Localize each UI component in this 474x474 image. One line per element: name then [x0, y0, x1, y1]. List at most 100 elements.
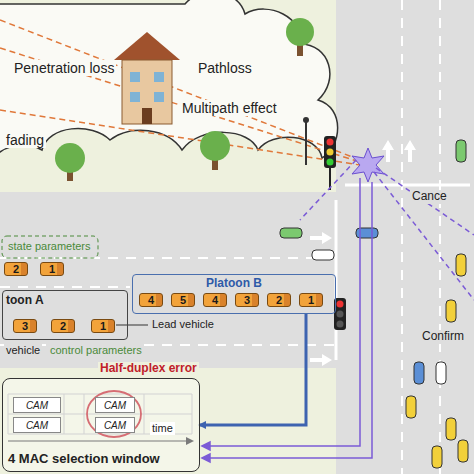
state-parameter-frame	[2, 236, 98, 258]
effect-label: Penetration loss	[12, 60, 116, 76]
vehicle-number: 2	[13, 263, 19, 275]
vehicle-number: 3	[22, 320, 28, 332]
axis-label: time	[150, 422, 175, 435]
platoon-box: Platoon B 4 5 4 3 2 1	[132, 274, 336, 314]
purple-links	[202, 454, 210, 462]
group-title: Platoon B	[133, 276, 335, 290]
parameter-label: state parameters	[6, 240, 93, 253]
cam-cell: CAM	[95, 397, 135, 413]
road-arrows	[382, 140, 394, 162]
traffic-light	[337, 321, 344, 328]
vehicle-box: 2	[4, 262, 28, 276]
cam-text: CAM	[104, 400, 126, 411]
car	[436, 362, 446, 384]
vehicle-number: 1	[49, 263, 55, 275]
car	[280, 140, 468, 468]
purple-links	[376, 168, 474, 235]
cam-cell: CAM	[95, 417, 135, 433]
car	[456, 140, 466, 162]
group-title: toon A	[6, 293, 44, 307]
cam-text: CAM	[26, 400, 48, 411]
lead-leader	[116, 325, 148, 326]
vehicle-number: 4	[148, 294, 154, 306]
vehicle-box: 2	[267, 293, 291, 307]
house	[142, 108, 152, 124]
lead-leader	[116, 325, 148, 326]
cam-cell: CAM	[13, 397, 61, 413]
car	[446, 418, 456, 440]
car	[458, 440, 468, 462]
car	[414, 362, 424, 384]
traffic-light	[324, 136, 336, 168]
effect-label: Pathloss	[196, 60, 254, 76]
collision-star	[352, 148, 384, 182]
signal-rays	[0, 110, 360, 165]
road-arrows	[310, 354, 332, 366]
collision-star	[352, 148, 384, 182]
house	[154, 72, 164, 82]
traffic-light	[327, 149, 334, 156]
traffic-light	[327, 159, 334, 166]
cloud	[0, 0, 338, 168]
purple-links	[374, 172, 474, 300]
cam-cell: CAM	[13, 417, 61, 433]
car	[456, 254, 466, 276]
lamp-post	[305, 122, 307, 165]
horizontal-road-markings	[0, 258, 336, 345]
car	[312, 250, 334, 260]
vehicle-box: 5	[171, 293, 195, 307]
house	[154, 92, 164, 102]
group-title: 4 MAC selection window	[8, 451, 160, 466]
vehicle-number: 1	[100, 320, 106, 332]
purple-links	[204, 178, 360, 446]
road-arrows	[310, 232, 332, 244]
status-label: Cance	[410, 190, 449, 204]
road-arrows	[404, 140, 416, 162]
traffic-light	[324, 136, 346, 330]
purple-links	[204, 182, 372, 458]
vehicle-box: 1	[91, 319, 115, 333]
vehicle-number: 4	[212, 294, 218, 306]
cloud	[0, 0, 338, 168]
tree	[55, 143, 85, 173]
error-label: Half-duplex error	[98, 362, 199, 376]
state-parameter-frame	[2, 236, 98, 258]
house	[114, 32, 180, 124]
vehicle-number: 1	[308, 294, 314, 306]
house	[122, 60, 172, 124]
vertical-road-markings	[401, 0, 403, 474]
vehicle-number: 3	[244, 294, 250, 306]
horizontal-road-markings	[0, 286, 130, 288]
vehicle-box: 4	[203, 293, 227, 307]
cam-text: CAM	[104, 420, 126, 431]
effect-label: fading	[4, 132, 46, 148]
vehicle-box: 4	[139, 293, 163, 307]
car	[406, 396, 416, 418]
traffic-light	[327, 139, 334, 146]
house	[130, 92, 140, 102]
car	[432, 446, 442, 468]
lamp-post	[303, 117, 309, 123]
purple-links	[202, 442, 210, 450]
flow-arrow	[200, 314, 306, 425]
vertical-road-markings	[402, 0, 440, 474]
vehicle-label: vehicle	[4, 344, 42, 357]
stop-lines	[336, 185, 470, 360]
purple-links	[202, 160, 474, 462]
parameter-label: control parameters	[48, 344, 144, 357]
house	[114, 32, 180, 60]
road-arrows	[310, 140, 416, 366]
stop-lines	[335, 200, 338, 360]
vehicle-number: 2	[276, 294, 282, 306]
lamp-post	[303, 117, 309, 165]
traffic-light	[337, 311, 344, 318]
car	[446, 300, 456, 322]
vehicle-box: 2	[51, 319, 75, 333]
vehicle-box: 1	[299, 293, 323, 307]
cam-text: CAM	[26, 420, 48, 431]
tree	[55, 18, 314, 181]
car	[280, 228, 302, 238]
effect-label: Multipath effect	[180, 100, 279, 116]
vehicle-box: 3	[13, 319, 37, 333]
